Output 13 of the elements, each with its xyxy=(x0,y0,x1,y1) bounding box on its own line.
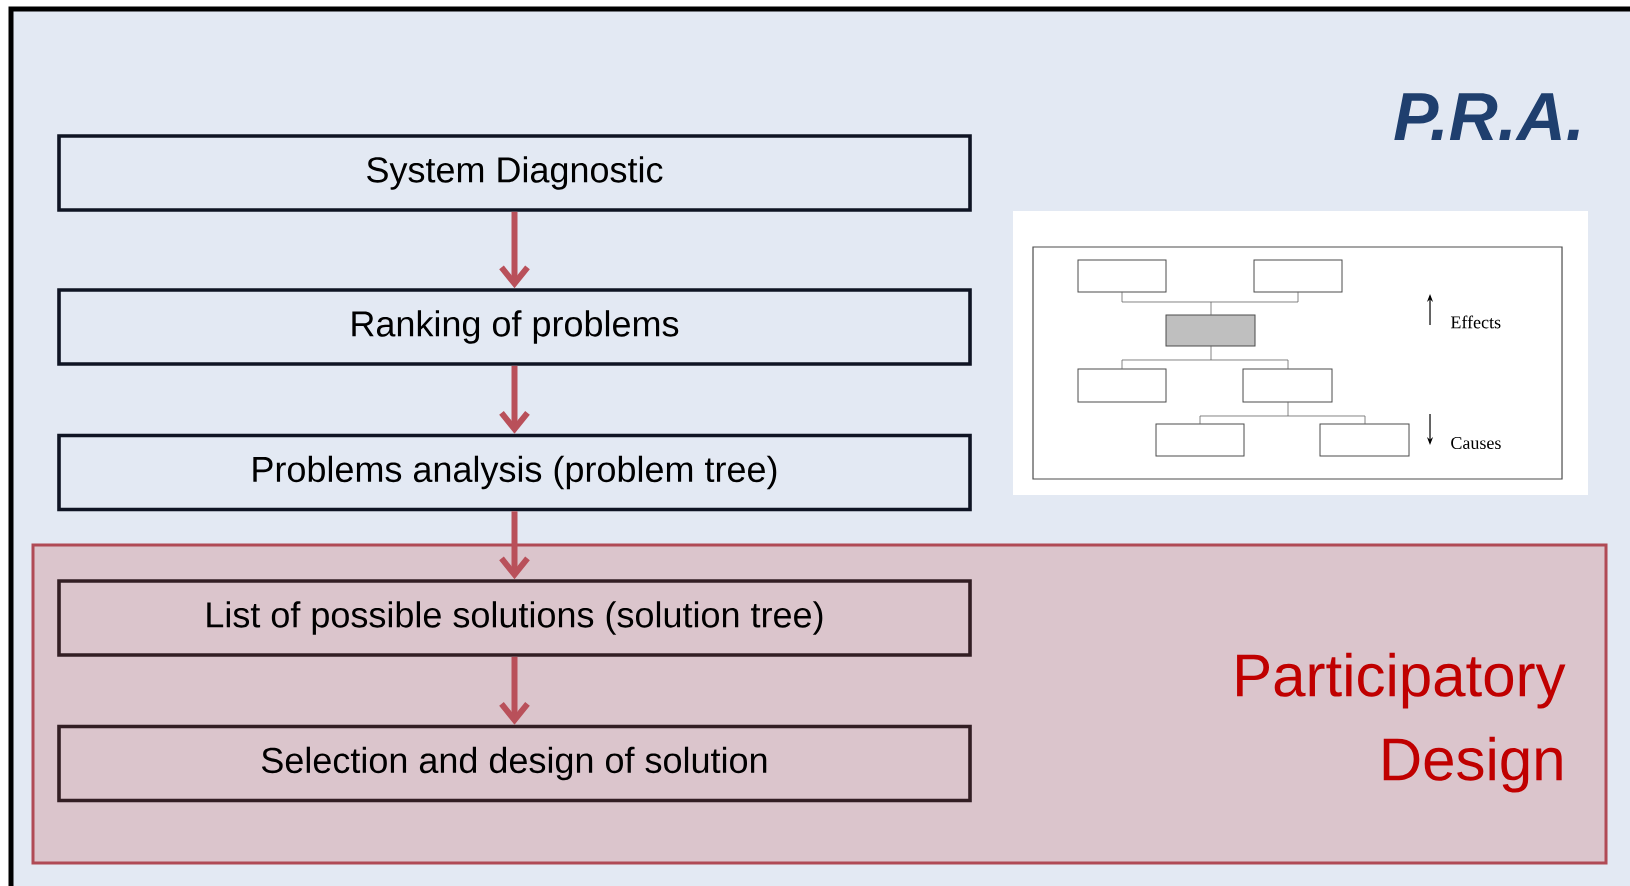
arrow xyxy=(499,365,530,434)
arrow xyxy=(499,656,530,725)
process-box: Problems analysis (problem tree) xyxy=(57,433,972,512)
process-box: Ranking of problems xyxy=(57,288,972,366)
axis-label: Causes xyxy=(1451,436,1501,450)
title: P.R.A. xyxy=(1394,93,1579,140)
process-box: System Diagnostic xyxy=(57,134,972,212)
axis-label: Effects xyxy=(1450,315,1501,329)
process-box: List of possible solutions (solution tree) xyxy=(57,579,972,657)
band-title: Participatory Design xyxy=(1237,652,1566,793)
arrow xyxy=(499,511,530,580)
arrow xyxy=(499,211,530,289)
process-box: Selection and design of solution xyxy=(57,724,972,803)
